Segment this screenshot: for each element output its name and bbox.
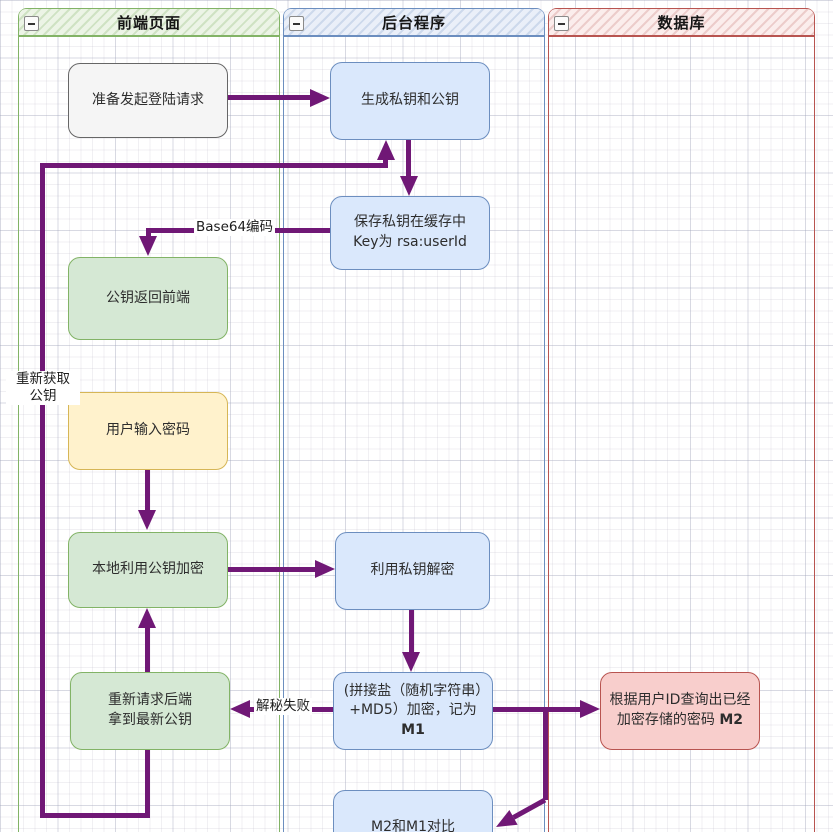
- node-pubkey-return: 公钥返回前端: [68, 257, 228, 340]
- arrowhead-left: [230, 700, 250, 718]
- lane-title: 数据库: [657, 13, 706, 32]
- node-generate-keys: 生成私钥和公钥: [330, 62, 490, 140]
- node-private-key-decrypt: 利用私钥解密: [335, 532, 490, 610]
- lane-frontend-header: 前端页面: [19, 9, 279, 37]
- edge-label-base64: Base64编码: [194, 219, 276, 236]
- node-label: 利用私钥解密: [370, 562, 455, 579]
- node-prepare-login: 准备发起登陆请求: [68, 63, 228, 138]
- lane-frontend: 前端页面: [18, 8, 280, 832]
- lane-backend: 后台程序: [283, 8, 545, 832]
- lane-title: 后台程序: [381, 13, 446, 32]
- edge-decrypt-to-md5: [409, 610, 414, 654]
- minus-icon: [558, 22, 565, 25]
- node-label: 准备发起登陆请求: [92, 91, 204, 108]
- arrowhead-right: [310, 89, 330, 107]
- node-label: 公钥返回前端: [106, 289, 190, 306]
- edge-label-refetch-pubkey: 重新获取 公钥: [6, 371, 80, 405]
- edge-savekey-to-pubkeyreturn: [146, 228, 151, 238]
- node-rerequest-pubkey: 重新请求后端 拿到最新公钥: [70, 672, 230, 750]
- node-local-encrypt: 本地利用公钥加密: [68, 532, 228, 608]
- arrowhead-right: [580, 700, 600, 718]
- edge-label-decrypt-fail: 解秘失败: [254, 698, 312, 715]
- node-salt-md5-encrypt: (拼接盐（随机字符串）+MD5）加密，记为M1: [333, 672, 493, 750]
- edge-localencrypt-to-decrypt: [228, 567, 317, 572]
- collapse-lane-button[interactable]: [554, 16, 569, 31]
- node-label: 根据用户ID查询出已经加密存储的密码 M2: [609, 692, 751, 728]
- collapse-lane-button[interactable]: [24, 16, 39, 31]
- edge-refetch-loop: [383, 158, 388, 168]
- minus-icon: [293, 22, 300, 25]
- lane-title: 前端页面: [116, 13, 181, 32]
- arrowhead-down: [400, 176, 418, 196]
- node-label: 重新请求后端 拿到最新公钥: [108, 692, 192, 728]
- edge-dbquery-to-compare: [496, 797, 547, 827]
- arrowhead-right: [315, 560, 335, 578]
- edge-md5-to-dbquery: [490, 707, 582, 712]
- lane-database: 数据库: [548, 8, 815, 832]
- node-label: 用户输入密码: [106, 422, 190, 439]
- node-label: (拼接盐（随机字符串）+MD5）加密，记为M1: [343, 682, 483, 738]
- edge-prepare-to-genkeys: [228, 95, 312, 100]
- edge-refetch-loop: [40, 163, 45, 818]
- edge-genkeys-to-savekey: [406, 140, 411, 178]
- node-compare-m2-m1: M2和M1对比: [333, 790, 493, 832]
- node-label: 本地利用公钥加密: [92, 561, 204, 578]
- edge-dbquery-to-compare: [543, 708, 548, 800]
- node-label: 生成私钥和公钥: [361, 92, 459, 109]
- node-label: 保存私钥在缓存中 Key为 rsa:userId: [353, 214, 467, 250]
- edge-refetch-loop: [40, 813, 150, 818]
- lane-backend-header: 后台程序: [284, 9, 544, 37]
- arrowhead-up: [377, 140, 395, 160]
- node-label: M2和M1对比: [371, 818, 455, 832]
- node-user-input-password: 用户输入密码: [68, 392, 228, 470]
- node-save-private-key: 保存私钥在缓存中 Key为 rsa:userId: [330, 196, 490, 270]
- edge-refetch-loop: [145, 750, 150, 815]
- edge-userinput-to-localencrypt: [145, 470, 150, 512]
- arrowhead-up: [138, 608, 156, 628]
- edge-refetch-loop: [40, 163, 386, 168]
- arrowhead-down: [402, 652, 420, 672]
- node-db-query-password: 根据用户ID查询出已经加密存储的密码 M2: [600, 672, 760, 750]
- arrowhead-down: [138, 510, 156, 530]
- collapse-lane-button[interactable]: [289, 16, 304, 31]
- edge-rerequest-to-localencrypt: [145, 626, 150, 672]
- minus-icon: [28, 22, 35, 25]
- arrowhead-down: [139, 236, 157, 256]
- lane-database-header: 数据库: [549, 9, 814, 37]
